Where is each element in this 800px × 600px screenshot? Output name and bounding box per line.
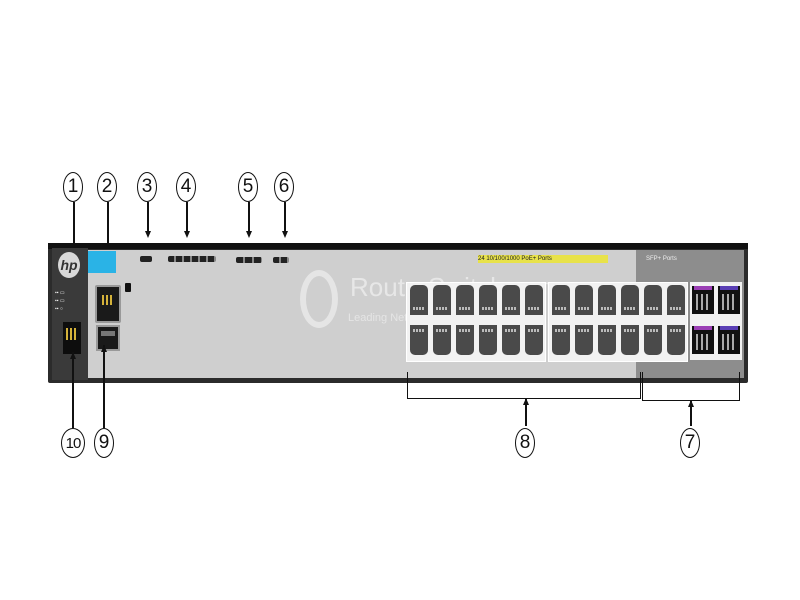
rj45-port[interactable] xyxy=(456,325,474,355)
callout-8-label: 8 xyxy=(519,432,531,453)
oob-pins xyxy=(66,328,78,340)
usb-port[interactable] xyxy=(96,325,120,351)
callout-5-label: 5 xyxy=(242,176,254,197)
callout-10-label: 10 xyxy=(65,434,82,452)
watermark-logo-icon xyxy=(300,270,338,328)
leader-line-1 xyxy=(73,202,75,282)
rj45-port[interactable] xyxy=(598,285,616,315)
usb-slot xyxy=(101,331,115,336)
console-pins xyxy=(102,295,114,305)
callout-3-label: 3 xyxy=(141,176,153,197)
callout-4-label: 4 xyxy=(180,176,192,197)
port-bank-b xyxy=(548,282,688,362)
callout-4: 4 xyxy=(176,172,196,202)
sfp-port[interactable] xyxy=(692,326,714,354)
blue-model-label xyxy=(88,251,116,273)
panel-label-power: ▪▪ ▭ xyxy=(55,290,65,296)
leader-line-9 xyxy=(103,345,105,428)
rj45-port[interactable] xyxy=(525,325,543,355)
arrow-7-icon xyxy=(688,400,694,407)
reset-button[interactable] xyxy=(125,283,131,292)
leader-line-7 xyxy=(690,400,692,426)
rj45-port[interactable] xyxy=(456,285,474,315)
callout-2-label: 2 xyxy=(101,176,113,197)
rj45-port[interactable] xyxy=(552,285,570,315)
console-port[interactable] xyxy=(95,285,121,323)
led-group-5 xyxy=(236,257,262,263)
callout-7-label: 7 xyxy=(684,432,696,453)
bracket-8 xyxy=(407,372,641,399)
arrow-5-icon xyxy=(246,231,252,238)
rj45-port[interactable] xyxy=(667,325,685,355)
rj45-port[interactable] xyxy=(552,325,570,355)
callout-9-label: 9 xyxy=(98,432,110,453)
arrow-4-icon xyxy=(184,231,190,238)
sfp-port-bank xyxy=(690,282,742,360)
callout-5: 5 xyxy=(238,172,258,202)
sfp-banner: SFP+ Ports xyxy=(646,256,677,262)
bracket-7 xyxy=(642,372,740,401)
callout-9: 9 xyxy=(94,428,114,458)
rj45-port[interactable] xyxy=(575,325,593,355)
rj45-port[interactable] xyxy=(410,285,428,315)
callout-3: 3 xyxy=(137,172,157,202)
port-banner: 24 10/100/1000 PoE+ Ports xyxy=(478,255,608,263)
rj45-port[interactable] xyxy=(479,285,497,315)
rj45-port[interactable] xyxy=(433,325,451,355)
rj45-port[interactable] xyxy=(667,285,685,315)
callout-6-label: 6 xyxy=(278,176,290,197)
callout-1-label: 1 xyxy=(67,176,79,197)
leader-line-5 xyxy=(248,202,250,232)
arrow-8-icon xyxy=(523,398,529,405)
rj45-port[interactable] xyxy=(644,285,662,315)
chassis-top-edge xyxy=(48,243,748,249)
panel-label-fault: ▪▪ ▭ xyxy=(55,298,65,304)
rj45-port[interactable] xyxy=(575,285,593,315)
rj45-port[interactable] xyxy=(644,325,662,355)
rj45-port[interactable] xyxy=(621,285,639,315)
rj45-port[interactable] xyxy=(598,325,616,355)
leader-line-10 xyxy=(72,352,74,428)
rj45-port[interactable] xyxy=(502,325,520,355)
oob-management-port[interactable] xyxy=(63,322,81,354)
leader-line-6 xyxy=(284,202,286,232)
panel-label-locator: ▪▪ ○ xyxy=(55,306,63,312)
led-group-6 xyxy=(273,257,289,263)
sfp-port[interactable] xyxy=(718,326,740,354)
callout-6: 6 xyxy=(274,172,294,202)
led-group-4 xyxy=(168,256,216,262)
brand-logo-text: hp xyxy=(60,257,78,273)
rj45-port[interactable] xyxy=(502,285,520,315)
arrow-6-icon xyxy=(282,231,288,238)
rj45-port[interactable] xyxy=(621,325,639,355)
leader-line-4 xyxy=(186,202,188,232)
led-group-3 xyxy=(140,256,152,262)
rj45-port[interactable] xyxy=(479,325,497,355)
sfp-port[interactable] xyxy=(692,286,714,314)
arrow-10-icon xyxy=(70,352,76,359)
rj45-port[interactable] xyxy=(433,285,451,315)
leader-line-8 xyxy=(525,398,527,426)
port-bank-a xyxy=(406,282,546,362)
brand-logo: hp xyxy=(58,252,80,278)
callout-2: 2 xyxy=(97,172,117,202)
arrow-3-icon xyxy=(145,231,151,238)
leader-line-3 xyxy=(147,202,149,232)
callout-7: 7 xyxy=(680,428,700,458)
rj45-port[interactable] xyxy=(525,285,543,315)
sfp-port[interactable] xyxy=(718,286,740,314)
callout-8: 8 xyxy=(515,428,535,458)
rj45-port[interactable] xyxy=(410,325,428,355)
callout-1: 1 xyxy=(63,172,83,202)
arrow-9-icon xyxy=(101,345,107,352)
callout-10: 10 xyxy=(61,428,85,458)
